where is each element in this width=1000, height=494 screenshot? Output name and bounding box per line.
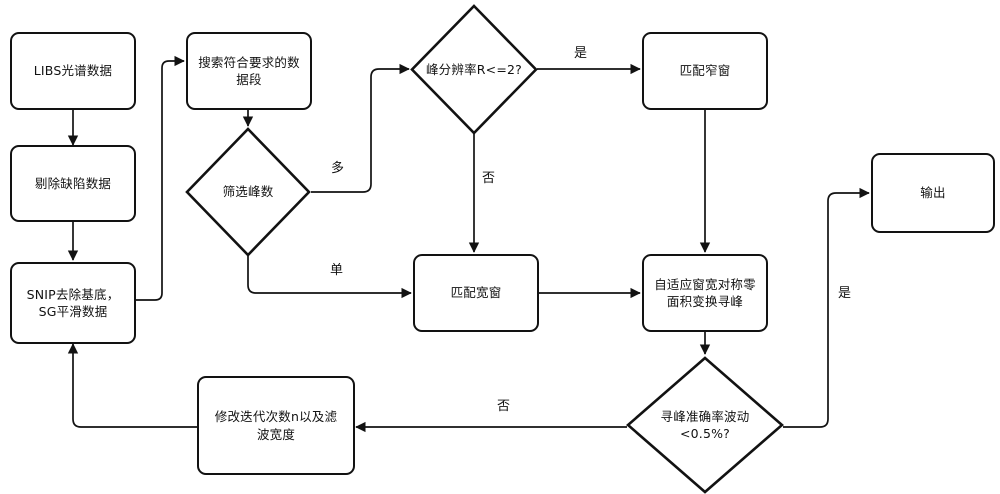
diamond-shape bbox=[626, 356, 784, 494]
node-output[interactable]: 输出 bbox=[871, 153, 995, 233]
edge-label-no-resolution: 否 bbox=[482, 171, 496, 186]
edge-filter-peaks-many-to-resolution bbox=[311, 63, 410, 193]
node-libs-spectral-data[interactable]: LIBS光谱数据 bbox=[10, 32, 136, 110]
edge-accuracy-yes-to-output bbox=[783, 187, 870, 428]
node-label: 自适应窗宽对称零 面积变换寻峰 bbox=[654, 276, 756, 309]
node-label: 输出 bbox=[920, 185, 946, 201]
edge-label-yes-resolution: 是 bbox=[574, 46, 588, 61]
edge-label-single: 单 bbox=[330, 263, 344, 278]
node-filter-peak-count[interactable]: 筛选峰数 bbox=[185, 127, 311, 257]
node-snip-baseline-sg-smoothing[interactable]: SNIP去除基底， SG平滑数据 bbox=[10, 262, 136, 344]
node-label: 搜索符合要求的数 据段 bbox=[198, 54, 300, 87]
node-label: 修改迭代次数n以及滤 波宽度 bbox=[214, 409, 338, 442]
edge-modify-params-to-snip bbox=[67, 343, 197, 428]
node-label: SNIP去除基底， SG平滑数据 bbox=[26, 286, 120, 319]
node-label: LIBS光谱数据 bbox=[33, 63, 113, 79]
edge-snip-to-search bbox=[136, 55, 185, 301]
node-peak-accuracy-fluctuation-check[interactable]: 寻峰准确率波动 <0.5%? bbox=[626, 356, 784, 494]
node-peak-resolution-check[interactable]: 峰分辨率R<=2? bbox=[410, 4, 538, 135]
edge-label-yes-accuracy: 是 bbox=[838, 286, 852, 301]
node-remove-defective-data[interactable]: 剔除缺陷数据 bbox=[10, 145, 136, 222]
node-label: 峰分辨率R<=2? bbox=[425, 61, 523, 77]
edge-label-no-accuracy: 否 bbox=[497, 399, 511, 414]
diamond-shape bbox=[410, 4, 538, 135]
node-label: 寻峰准确率波动 <0.5%? bbox=[660, 408, 750, 441]
diamond-shape bbox=[185, 127, 311, 257]
node-label: 匹配窄窗 bbox=[679, 63, 731, 79]
node-adaptive-window-zero-area-transform-peak-search[interactable]: 自适应窗宽对称零 面积变换寻峰 bbox=[642, 254, 768, 332]
edge-label-many: 多 bbox=[331, 161, 345, 176]
node-label: 匹配宽窗 bbox=[450, 285, 502, 301]
node-match-narrow-window[interactable]: 匹配窄窗 bbox=[642, 32, 768, 110]
node-modify-iterations-and-filter-width[interactable]: 修改迭代次数n以及滤 波宽度 bbox=[197, 376, 355, 475]
node-label: 剔除缺陷数据 bbox=[34, 175, 112, 191]
node-search-qualified-data-segment[interactable]: 搜索符合要求的数 据段 bbox=[186, 32, 312, 110]
node-label: 筛选峰数 bbox=[222, 184, 274, 200]
node-match-wide-window[interactable]: 匹配宽窗 bbox=[413, 254, 539, 332]
